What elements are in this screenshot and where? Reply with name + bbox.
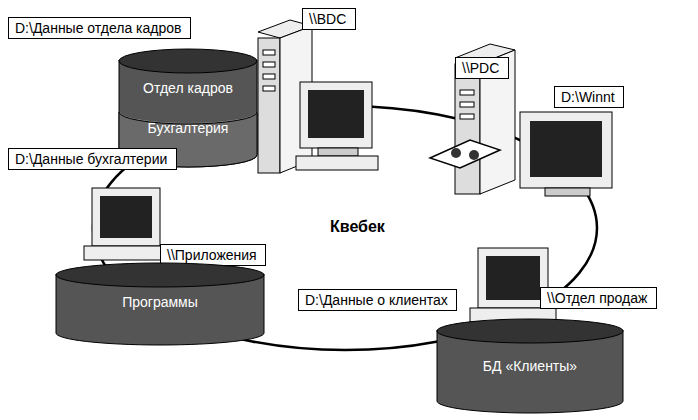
cylinder-label: БД «Клиенты» bbox=[483, 358, 577, 374]
cylinder-label: Программы bbox=[122, 294, 198, 310]
cylinder-label: Отдел кадров bbox=[143, 80, 233, 96]
box-text: \\Отдел продаж bbox=[547, 290, 650, 306]
server-name: \\PDC bbox=[455, 57, 509, 79]
box-text: \\PDC bbox=[462, 60, 502, 76]
apps-workstation bbox=[84, 188, 168, 260]
path-label: D:\Winnt bbox=[554, 86, 624, 108]
path-label: D:\Данные бухгалтерии bbox=[8, 148, 177, 170]
computer-name: \\Отдел продаж bbox=[540, 287, 657, 309]
database-cylinder: Программы bbox=[55, 262, 265, 346]
path-label: D:\Данные о клиентах bbox=[298, 289, 457, 311]
box-text: \\Приложения bbox=[167, 247, 259, 263]
server-name: \\BDC bbox=[302, 8, 356, 30]
network-name: Квебек bbox=[330, 218, 385, 236]
bdc-monitor bbox=[296, 82, 378, 170]
database-cylinder: БД «Клиенты» bbox=[436, 318, 624, 414]
pdc-server bbox=[455, 44, 515, 194]
sales-workstation bbox=[470, 248, 556, 322]
tape-cartridge bbox=[430, 140, 500, 168]
pdc-monitor bbox=[520, 112, 612, 196]
box-text: \\BDC bbox=[309, 11, 349, 27]
box-text: D:\Данные о клиентах bbox=[305, 292, 450, 308]
box-text: D:\Данные отдела кадров bbox=[15, 20, 184, 36]
path-label: D:\Данные отдела кадров bbox=[8, 17, 191, 39]
box-text: D:\Winnt bbox=[561, 89, 617, 105]
cylinder-label: Бухгалтерия bbox=[148, 120, 229, 136]
box-text: D:\Данные бухгалтерии bbox=[15, 151, 170, 167]
